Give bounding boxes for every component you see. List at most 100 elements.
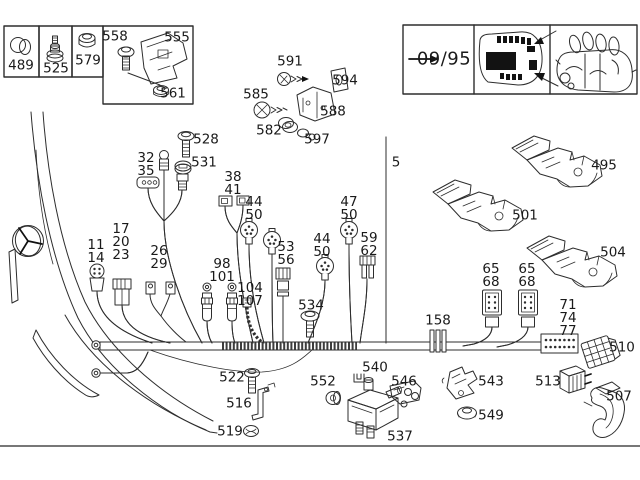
callout-38-41: 38 41: [224, 169, 242, 198]
inset-hardware-boxes: [3, 25, 194, 105]
callout-516: 516: [226, 395, 252, 412]
plug-489-icon: [10, 37, 31, 55]
connector-11-14: [89, 263, 105, 292]
callout-537: 537: [387, 428, 413, 445]
callout-546: 546: [391, 373, 417, 390]
mercedes-star-icon: [12, 225, 44, 257]
nut-519-icon: [243, 425, 259, 437]
grommet-549-icon: [457, 406, 477, 420]
callout-528: 528: [193, 131, 219, 148]
bolt-534-icon: [300, 310, 320, 338]
bracket-588-icon: [296, 86, 336, 122]
cable-cover-495: [511, 135, 603, 188]
callout-65-68-a: 65 68: [482, 261, 500, 290]
plug-98-101: [201, 282, 213, 322]
terminal-32-35-middle: [159, 150, 169, 171]
harness-branch-cores: [96, 136, 529, 374]
date-code: 09/95: [416, 48, 472, 70]
harness-trunk: [99, 341, 542, 373]
connector-block-513-icon: [559, 365, 592, 394]
validity-table: [402, 24, 638, 95]
car-body-outline: [8, 111, 218, 434]
nut-597-icon: [297, 128, 316, 141]
arrow-right-icon: [408, 55, 439, 63]
connector-71-74-77: [540, 333, 579, 354]
flag-terminal-104-107: [242, 297, 252, 308]
callout-549: 549: [478, 407, 504, 424]
harness-schematic-pictogram: [478, 30, 559, 87]
callout-579: 579: [75, 52, 101, 69]
screw-585-icon: [253, 101, 288, 119]
callout-591: 591: [277, 53, 303, 70]
grommet-552-icon: [325, 391, 341, 405]
callout-44-50-a: 44 50: [245, 194, 263, 223]
callout-540: 540: [362, 359, 388, 376]
connector-17-20-23: [112, 278, 132, 306]
callout-519: 519: [217, 423, 243, 440]
callout-158: 158: [425, 312, 451, 329]
terminal-32-35-right: [176, 173, 189, 191]
engine-illustration: [555, 31, 637, 93]
clamp-158: [429, 329, 447, 353]
callout-588: 588: [320, 103, 346, 120]
bracket-543-icon: [441, 366, 478, 400]
ribbed-lead-104-107: [245, 306, 264, 345]
callout-522: 522: [219, 369, 245, 386]
callout-495: 495: [591, 157, 617, 174]
harness-connectors: [89, 150, 621, 378]
ring-terminal-b: [91, 368, 101, 378]
callout-59-62: 59 62: [360, 230, 378, 259]
clip-nut-531-icon: [174, 160, 192, 175]
callout-5: 5: [391, 154, 401, 171]
connector-65-68-a: [482, 289, 502, 328]
callout-534: 534: [298, 297, 324, 314]
callout-507: 507: [606, 388, 632, 405]
clamp-507-icon: [583, 381, 625, 438]
callout-555: 555: [164, 29, 190, 46]
callout-504: 504: [600, 244, 626, 261]
clip-594-icon: [330, 67, 349, 93]
bracket-assembly-555-icon: [117, 32, 188, 97]
callout-44-50-b: 44 50: [313, 231, 331, 260]
callout-585: 585: [243, 86, 269, 103]
grommet-582-icon: [278, 117, 298, 133]
connector-65-68-b: [518, 289, 538, 328]
bracket-516-icon: [251, 382, 276, 421]
callout-582: 582: [256, 122, 282, 139]
connector-59-62: [359, 255, 376, 279]
ring-terminal-a: [91, 340, 101, 350]
callout-32-35: 32 35: [137, 150, 155, 179]
plug-104-107: [226, 282, 238, 322]
callout-510: 510: [609, 339, 635, 356]
junction-block-537-icon: [347, 377, 408, 439]
callout-531: 531: [191, 154, 217, 171]
ground-wires-26-29: [149, 293, 187, 343]
callout-561: 561: [160, 85, 186, 102]
callout-543: 543: [478, 373, 504, 390]
callout-513: 513: [535, 373, 561, 390]
callout-65-68-b: 65 68: [518, 261, 536, 290]
clip-540-icon: [353, 373, 365, 383]
terminals-26-29: [145, 281, 176, 295]
bolt-528-icon: [177, 131, 195, 158]
callout-525: 525: [43, 60, 69, 77]
connector-block-510: [580, 335, 621, 369]
callout-489: 489: [8, 57, 34, 74]
callout-17-20-23: 17 20 23: [112, 220, 130, 263]
callout-597: 597: [304, 131, 330, 148]
callout-98-101: 98 101: [209, 256, 235, 285]
screw-591-icon: [277, 72, 309, 86]
connector-32-35: [136, 176, 160, 189]
bolt-522-icon: [244, 368, 260, 394]
callout-11-14: 11 14: [87, 237, 105, 266]
fastener-cluster: [253, 67, 349, 141]
connector-53-56: [275, 267, 291, 297]
callout-104-107: 104 107: [237, 280, 263, 309]
cable-cover-501: [432, 179, 524, 232]
stud-525-icon: [46, 35, 64, 63]
callout-552: 552: [310, 373, 336, 390]
callout-71-74-77: 71 74 77: [559, 296, 577, 339]
callout-53-56: 53 56: [277, 239, 295, 268]
